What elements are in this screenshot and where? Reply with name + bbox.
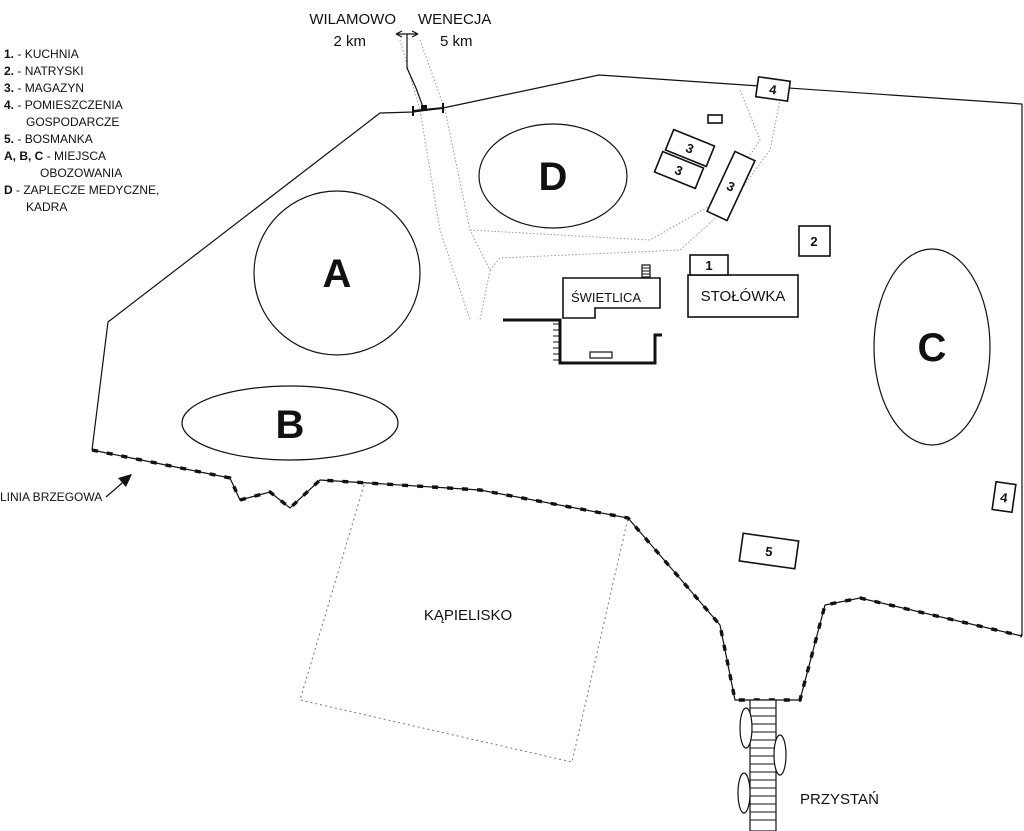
pier-label: PRZYSTAŃ bbox=[800, 791, 879, 808]
swimming-area-label: KĄPIELISKO bbox=[424, 607, 512, 624]
pier bbox=[749, 699, 777, 831]
map-legend: 1. - KUCHNIA 2. - NATRYSKI 3. - MAGAZYN … bbox=[4, 46, 159, 216]
storage-building-2: 3 bbox=[653, 150, 705, 190]
utility-label-top: 4 bbox=[768, 82, 778, 98]
legend-item-boathouse: 5. - BOSMANKA bbox=[4, 132, 93, 146]
terrace-steps bbox=[553, 323, 561, 361]
storage-building-1: 3 bbox=[664, 128, 716, 168]
destination-left-name: WILAMOWO bbox=[309, 11, 396, 28]
utility-label-right: 4 bbox=[999, 490, 1009, 506]
stolowka-building bbox=[687, 274, 799, 318]
legend-item-storage: 3. - MAGAZYN bbox=[4, 81, 85, 95]
swietlica-building bbox=[562, 277, 661, 319]
terrace-bench bbox=[589, 351, 613, 359]
legend-item-medical-staff: D - ZAPLECZE MEDYCZNE,KADRA bbox=[4, 183, 160, 214]
legend-item-kitchen: 1. - KUCHNIA bbox=[4, 47, 79, 61]
zone-a-label: A bbox=[323, 252, 352, 296]
shoreline bbox=[91, 449, 1023, 701]
terrace-wall bbox=[503, 318, 662, 365]
zone-b-ellipse bbox=[181, 385, 399, 461]
legend-item-showers: 2. - NATRYSKI bbox=[4, 64, 84, 78]
shoreline-pointer-head bbox=[118, 474, 132, 487]
shoreline-markers bbox=[91, 448, 1023, 702]
camp-boundary bbox=[91, 74, 1023, 636]
utility-building-right: 4 bbox=[991, 480, 1017, 514]
gate-post bbox=[421, 105, 427, 111]
zone-c-label: C bbox=[918, 326, 947, 370]
access-road bbox=[399, 39, 781, 321]
kitchen-label: 1 bbox=[705, 258, 712, 273]
zone-d-label: D bbox=[539, 155, 568, 199]
utility-building-top: 4 bbox=[754, 75, 792, 103]
boat-2 bbox=[773, 734, 787, 776]
boathouse-label: 5 bbox=[764, 544, 773, 560]
swietlica-label: ŚWIETLICA bbox=[571, 290, 641, 305]
boat-3 bbox=[737, 772, 751, 814]
stolowka-label: STOŁÓWKA bbox=[701, 288, 786, 305]
showers-building bbox=[798, 225, 831, 257]
showers-label: 2 bbox=[810, 234, 817, 249]
zone-a-ellipse bbox=[253, 190, 421, 356]
kitchen-building bbox=[689, 254, 729, 276]
storage-building-3: 3 bbox=[706, 150, 756, 222]
stairs-steps bbox=[642, 267, 650, 275]
shoreline-label: LINIA BRZEGOWA bbox=[0, 490, 102, 504]
boathouse-building: 5 bbox=[738, 532, 800, 570]
destination-left-distance: 2 km bbox=[333, 33, 366, 50]
zone-d-ellipse bbox=[478, 123, 628, 229]
zone-c-ellipse bbox=[873, 248, 991, 446]
road-to-gate bbox=[406, 34, 424, 108]
boat-1 bbox=[739, 707, 753, 749]
destination-right-distance: 5 km bbox=[440, 33, 473, 50]
destination-right-name: WENECJA bbox=[418, 11, 491, 28]
small-structure bbox=[707, 114, 723, 124]
zone-b-label: B bbox=[276, 403, 305, 447]
